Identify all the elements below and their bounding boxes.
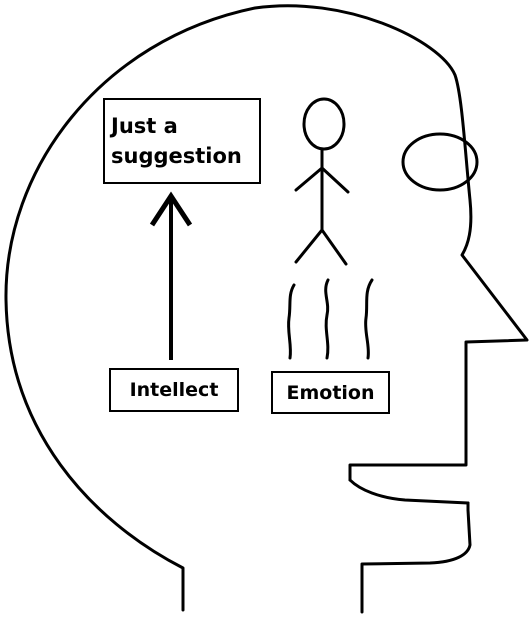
chin-neck-line: [362, 503, 470, 612]
stick-figure-right-arm: [322, 168, 348, 192]
suggestion-box: Just a suggestion: [103, 98, 261, 184]
suggestion-line-1: Just a: [111, 111, 178, 141]
stick-figure: [296, 99, 348, 264]
motion-lines: [289, 280, 372, 358]
stick-figure-head: [304, 99, 344, 149]
mouth-line: [350, 480, 468, 503]
stick-figure-right-leg: [322, 230, 346, 264]
motion-line-middle: [326, 280, 328, 358]
intellect-box: Intellect: [109, 368, 239, 412]
intellect-label: Intellect: [130, 379, 219, 401]
emotion-label: Emotion: [286, 382, 374, 404]
stick-figure-left-leg: [296, 230, 322, 262]
motion-line-left: [289, 285, 294, 358]
motion-line-right: [366, 280, 372, 358]
emotion-box: Emotion: [271, 371, 390, 414]
head-outline: [6, 6, 527, 610]
suggestion-line-2: suggestion: [111, 141, 242, 171]
stick-figure-left-arm: [296, 168, 322, 190]
